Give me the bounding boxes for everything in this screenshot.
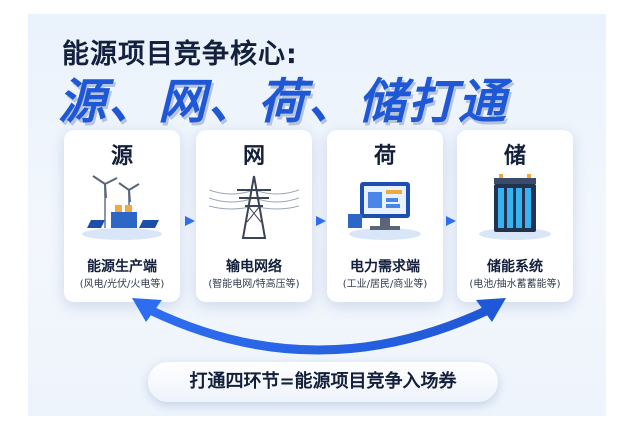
card-head: 网 <box>242 144 265 169</box>
card-description: (电池/抽水蓄蓄能等) <box>469 279 561 290</box>
transmission-tower-icon <box>209 175 299 239</box>
card-grid: 网 输电网络 (智能电网/特高压等) <box>196 130 312 302</box>
card-head: 储 <box>503 144 526 169</box>
arrow-right-icon <box>185 216 195 226</box>
headline: 能源项目竞争核心: <box>62 39 298 70</box>
card-head: 源 <box>110 144 133 169</box>
card-title: 储能系统 <box>487 259 543 275</box>
card-head: 荷 <box>373 144 396 169</box>
card-title: 输电网络 <box>226 259 282 275</box>
arrow-right-icon <box>446 216 456 226</box>
card-title: 能源生产端 <box>87 259 157 275</box>
card-storage: 储 储能系统 (电池/抽水蓄蓄能等) <box>457 130 573 302</box>
slogan-banner: 打通四环节=能源项目竞争入场券 <box>148 362 498 402</box>
infographic-canvas: 能源项目竞争核心: 源、网、荷、储打通 源 能源生产端 (风电/光伏/火电等) <box>28 14 606 416</box>
card-description: (工业/居民/商业等) <box>342 279 428 290</box>
main-title: 源、网、荷、储打通 <box>58 74 509 130</box>
card-source: 源 能源生产端 (风电/光伏/火电等) <box>64 130 180 302</box>
wind-solar-icon <box>82 175 162 240</box>
arrow-right-icon <box>316 216 326 226</box>
cycle-arrow-icon <box>132 298 506 355</box>
card-load: 荷 电力需求端 (工业/居民/商业等) <box>327 130 443 302</box>
card-description: (智能电网/特高压等) <box>208 279 300 290</box>
monitor-dashboard-icon <box>348 182 421 240</box>
card-title: 电力需求端 <box>350 259 420 275</box>
card-description: (风电/光伏/火电等) <box>79 279 165 290</box>
battery-cabinet-icon <box>479 174 551 240</box>
